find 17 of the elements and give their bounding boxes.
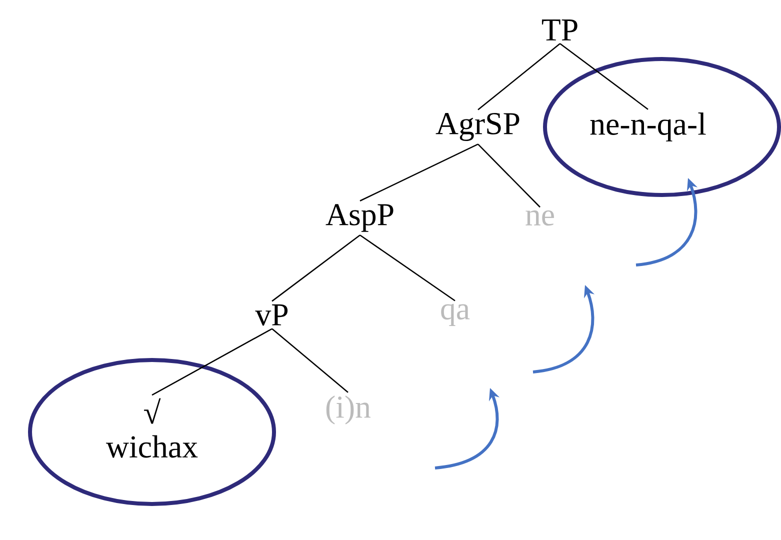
category-label: ne <box>526 210 554 226</box>
root-label: √ wichax <box>106 398 198 458</box>
tree-branch <box>560 43 648 110</box>
category-label: qa <box>441 304 470 326</box>
tree-branch <box>360 144 478 202</box>
tree-branch <box>272 234 360 302</box>
tree-branch <box>272 328 348 393</box>
tree-branch <box>478 144 540 208</box>
tree-branch <box>152 328 272 396</box>
category-label: AgrSP <box>436 113 520 141</box>
category-label: AspP <box>326 204 394 232</box>
tree-branch <box>360 234 456 302</box>
category-label: ne-n-qa-l <box>590 112 706 142</box>
category-label: TP <box>542 20 578 40</box>
category-label: (i)n <box>326 396 371 424</box>
tree-branch <box>478 43 560 110</box>
category-label: vP <box>255 304 288 326</box>
